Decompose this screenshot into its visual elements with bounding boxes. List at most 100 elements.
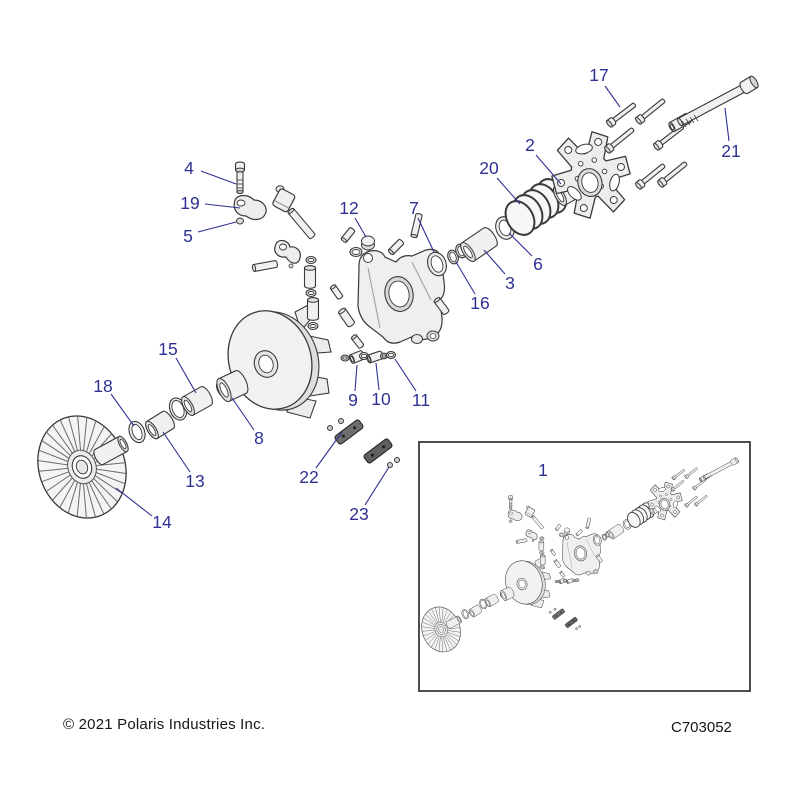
- sheave-fin: [46, 474, 71, 492]
- bolt: [635, 163, 666, 190]
- sheave-fin: [96, 462, 125, 467]
- leader-line-6: [508, 232, 533, 257]
- bolt-head: [653, 140, 664, 151]
- pivot-pin: [251, 260, 278, 272]
- pin: [387, 238, 405, 256]
- sheave-fin: [39, 467, 68, 472]
- sheave-fin: [93, 478, 118, 502]
- pin: [329, 284, 344, 300]
- pin: [338, 307, 355, 328]
- sheave-fin: [82, 483, 87, 518]
- callout-17: 17: [589, 65, 608, 85]
- bolt: [657, 161, 688, 188]
- leader-line-12: [354, 217, 367, 238]
- wear-pad-23: [363, 438, 393, 464]
- callout-6: 6: [533, 254, 543, 274]
- callout-13: 13: [185, 471, 204, 491]
- bushing-13: [145, 410, 175, 440]
- bolt-4-head: [234, 161, 246, 173]
- roller-arm-pin: [287, 207, 316, 240]
- callout-11: 11: [412, 390, 430, 410]
- o-ring: [305, 255, 317, 265]
- leader-line-16: [455, 261, 476, 295]
- callout-5: 5: [183, 226, 193, 246]
- sheave-fin: [52, 477, 73, 501]
- sheave-fin: [91, 480, 112, 509]
- washer-7: [427, 251, 447, 277]
- callout-4: 4: [184, 158, 194, 178]
- leader-line-17: [604, 85, 621, 108]
- callout-8: 8: [254, 428, 264, 448]
- callout-2: 2: [525, 135, 535, 155]
- callout-21: 21: [721, 141, 740, 161]
- leader-line-14: [115, 487, 153, 517]
- callout-10: 10: [371, 389, 391, 409]
- leader-line-5: [197, 221, 237, 233]
- callout-16: 16: [470, 293, 489, 313]
- o-ring-16: [447, 249, 459, 265]
- sheave-fin: [46, 432, 71, 456]
- bolt: [653, 124, 685, 151]
- callout-7: 7: [409, 198, 419, 218]
- wear-pad-22: [334, 419, 364, 445]
- spider-casting: [357, 248, 446, 344]
- pin: [350, 334, 365, 349]
- callout-18: 18: [93, 376, 112, 396]
- copyright-text: © 2021 Polaris Industries Inc.: [63, 716, 266, 733]
- leader-line-11: [394, 358, 417, 392]
- callout-22: 22: [299, 467, 318, 487]
- leader-line-4: [200, 170, 237, 185]
- sheave-fin: [67, 481, 78, 513]
- clutch-assembly-art: [37, 75, 759, 519]
- sheave-fin: [77, 416, 82, 451]
- sheave-fin: [85, 483, 96, 517]
- o-ring-18: [128, 420, 146, 444]
- sheave-fin: [38, 460, 68, 466]
- sheave-shaft-stub: [93, 435, 129, 466]
- nut-5: [236, 217, 244, 225]
- o-ring: [340, 354, 350, 362]
- leader-line-20: [496, 177, 521, 205]
- bolts-17: [604, 98, 688, 190]
- bolt-21-head: [739, 75, 759, 95]
- sheave-fin: [39, 449, 69, 462]
- bolt: [606, 102, 637, 128]
- bushing-8: [216, 370, 249, 403]
- pad-screw: [394, 457, 400, 463]
- leader-line-10: [375, 362, 380, 391]
- bolt-head: [635, 114, 646, 125]
- roller-bushing: [303, 265, 317, 289]
- o-ring-11: [385, 350, 397, 360]
- leader-line-22: [315, 431, 343, 469]
- bolt-head: [657, 177, 668, 188]
- sheave-fin: [41, 440, 70, 459]
- bolt-head: [604, 143, 615, 154]
- callout-14: 14: [152, 512, 172, 532]
- callout-1: 1: [538, 460, 548, 480]
- leader-line-23: [364, 466, 390, 506]
- sheave-fin: [59, 480, 76, 508]
- inset-assembly-copy: [419, 456, 740, 658]
- sheave-fin: [86, 421, 97, 453]
- sheave-fin: [59, 420, 76, 452]
- leader-line-3: [483, 249, 506, 275]
- weight-lever-group: [233, 161, 316, 272]
- callout-15: 15: [158, 339, 177, 359]
- callout-3: 3: [505, 273, 515, 293]
- leader-line-9: [354, 364, 358, 392]
- leader-line-21: [724, 107, 730, 142]
- sheave-fin: [94, 475, 123, 494]
- pad-screw: [387, 462, 393, 468]
- leader-line-7: [417, 217, 435, 253]
- sheave-fin: [95, 472, 125, 485]
- movable-sheave: [227, 302, 332, 419]
- leader-line-15: [175, 357, 197, 394]
- sheave-fin: [41, 471, 70, 483]
- bolt-head: [635, 179, 646, 190]
- callout-12: 12: [339, 198, 358, 218]
- pin: [433, 297, 450, 315]
- inset-border: [418, 441, 751, 692]
- drawing-number: C703052: [671, 719, 732, 736]
